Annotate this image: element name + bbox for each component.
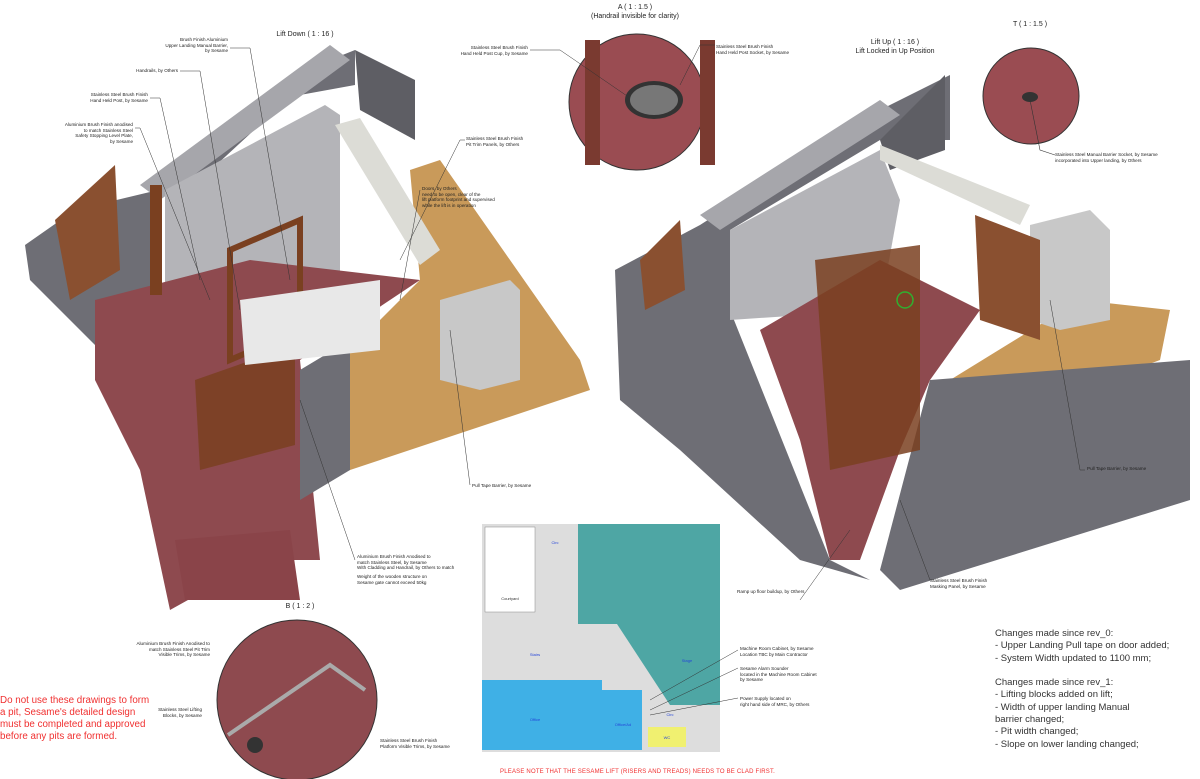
- callout-cladding: Aluminium Brush Finish Anodised to match…: [357, 554, 455, 571]
- lift-down-title: Lift Down ( 1 : 16 ): [276, 31, 334, 38]
- callout-handrails: Handrails, by Others: [136, 68, 178, 73]
- room-label: Circ: [551, 540, 559, 545]
- callout-pit-trim: Stainless Steel Brush Finish Pit Trim Pa…: [466, 136, 524, 147]
- leader-lines: [135, 44, 1085, 716]
- callout-upper-barrier: Brush Finish Aluminium Upper Landing Man…: [165, 37, 228, 54]
- wall-top: [140, 45, 350, 200]
- callout-post-socket: Stainless Steel Brush Finish Hand Held P…: [716, 44, 790, 55]
- callout-hand-held-post: Stainless Steel Brush Finish Hand Held P…: [90, 92, 148, 103]
- callout-lifting-blocks: Stainless Steel Lifting Blocks, by Sesam…: [158, 707, 202, 718]
- callout-pull-tape-left: Pull Tape Barrier, by Sesame: [472, 483, 532, 488]
- upper-barrier: [335, 118, 440, 265]
- cladding-note: PLEASE NOTE THAT THE SESAME LIFT (RISERS…: [500, 769, 776, 775]
- wall-end: [355, 50, 415, 140]
- pit-warning: Do not use these drawings to form a pit,…: [0, 695, 150, 742]
- callout-masking-panel: Stainless Steel Brush Finish Masking Pan…: [930, 578, 988, 589]
- detail-t-title: T ( 1 : 1.5 ): [1012, 21, 1048, 28]
- callout-pull-tape-right: Pull Tape Barrier, by Sesame: [1087, 466, 1147, 471]
- room-label: WC: [663, 735, 671, 740]
- lift-platform: [240, 280, 380, 365]
- inner-wall: [165, 105, 340, 300]
- callout-platform-trims: Stainless Steel Brush Finish Platform Vi…: [380, 738, 450, 749]
- detail-a-title: A ( 1 : 1.5 ) (Handrail invisible for cl…: [591, 4, 679, 20]
- room-label: Stairs: [529, 652, 541, 657]
- callout-alarm-sounder: Sesame Alarm Sounder located in the Mach…: [740, 666, 817, 683]
- machine-cabinet: [440, 280, 520, 390]
- floor-plan: [482, 524, 720, 752]
- detail-a: [568, 33, 715, 171]
- detail-b-title: B ( 1 : 2 ): [285, 603, 315, 610]
- callout-doors: Doors, by Others need to be open, clear …: [422, 186, 495, 208]
- revision-notes: Changes made since rev_0: - Upper Landin…: [995, 628, 1170, 750]
- lift-up-view: [615, 75, 1190, 590]
- callout-post-cup: Stainless Steel Brush Finish Hand Held P…: [460, 45, 528, 56]
- callout-power-supply: Power Supply located on right hand side …: [740, 696, 810, 707]
- room-label: Office: [529, 717, 541, 722]
- callout-weight: Weight of the wooden structure on Sesame…: [357, 574, 427, 585]
- callout-visible-trims: Aluminium Brush Finish Anodised to match…: [136, 641, 210, 658]
- room-label: Circ: [666, 712, 674, 717]
- room-label: Stage: [681, 658, 693, 663]
- room-label: Courtyard: [501, 596, 519, 601]
- door-left: [55, 165, 120, 300]
- detail-t: [982, 47, 1080, 156]
- callout-safety-plate: Aluminium Brush Finish anodised to match…: [64, 122, 133, 144]
- callout-machine-cabinet: Machine Room Cabinet, by Sesame Location…: [740, 646, 814, 657]
- detail-b: [216, 619, 378, 779]
- lift-down-view: [25, 45, 590, 610]
- callout-barrier-socket: Stainless Steel Manual Barrier Socket, b…: [1055, 152, 1158, 163]
- lift-up-title: Lift Up ( 1 : 16 ) Lift Locked in Up Pos…: [855, 39, 935, 55]
- callout-floor-buildup: Ramp up floor buildup, by Others: [737, 589, 805, 594]
- room-label: Office/Ad: [614, 722, 632, 727]
- gate-lower: [195, 345, 295, 470]
